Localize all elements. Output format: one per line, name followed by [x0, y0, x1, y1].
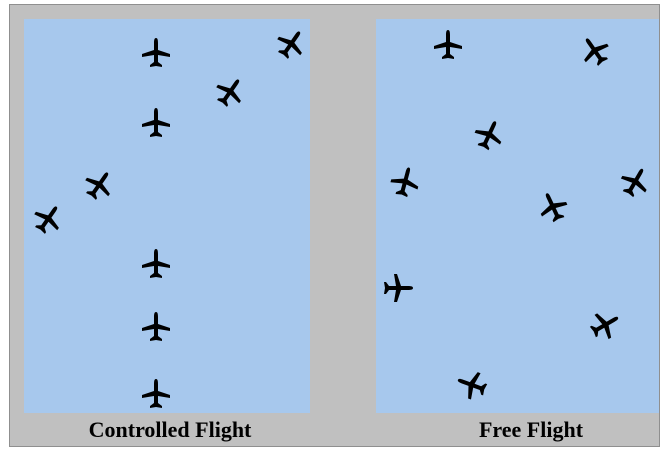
airplane-icon — [429, 26, 467, 64]
airplane-icon — [80, 166, 118, 204]
airplane-icon — [137, 245, 175, 283]
airplane-icon — [470, 116, 508, 154]
controlled-flight-airspace — [24, 19, 310, 413]
airplane-icon — [137, 375, 175, 413]
controlled-flight-caption: Controlled Flight — [88, 417, 252, 442]
airplane-icon — [616, 163, 654, 201]
airplane-icon — [29, 200, 67, 238]
free-flight-caption: Free Flight — [478, 417, 584, 442]
airplane-icon — [137, 104, 175, 142]
airplane-icon — [534, 188, 572, 226]
airplane-icon — [137, 308, 175, 346]
airplane-icon — [379, 269, 417, 307]
airplane-icon — [272, 25, 310, 63]
airplane-icon — [586, 306, 624, 344]
airplane-icon — [386, 163, 424, 201]
free-flight-airspace — [376, 19, 659, 413]
airplane-icon — [137, 34, 175, 72]
airplane-icon — [211, 73, 249, 111]
airplane-icon — [576, 32, 614, 70]
airplane-icon — [453, 366, 491, 404]
diagram-frame: Controlled Flight Free Flight — [9, 4, 660, 447]
